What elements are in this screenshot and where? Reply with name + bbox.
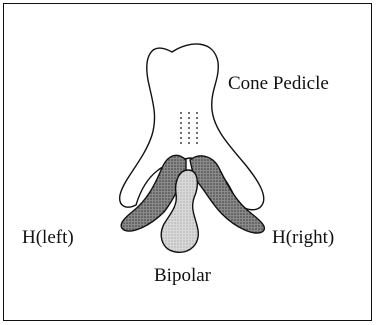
horizontal-right-label: H(right) xyxy=(272,228,334,247)
horizontal-left-label: H(left) xyxy=(22,228,74,247)
cone-pedicle-label: Cone Pedicle xyxy=(228,74,329,93)
bipolar-label: Bipolar xyxy=(154,266,211,285)
